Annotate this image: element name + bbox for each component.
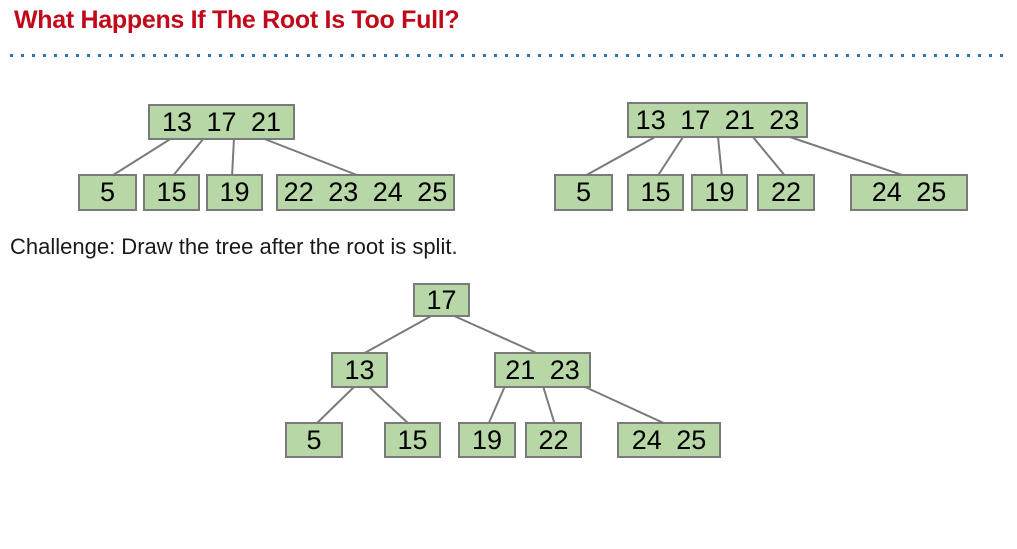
split-leaf-22: 22 bbox=[525, 422, 582, 458]
split-leaf-5: 5 bbox=[285, 422, 343, 458]
tree-edge bbox=[656, 136, 684, 178]
before-leaf-5: 5 bbox=[78, 174, 137, 211]
overfull-root-node: 13 17 21 23 bbox=[627, 102, 808, 138]
tree-edge bbox=[360, 314, 434, 356]
slide-title: What Happens If The Root Is Too Full? bbox=[14, 6, 460, 34]
overfull-leaf-5: 5 bbox=[554, 174, 613, 211]
tree-edge bbox=[717, 136, 723, 178]
tree-edge bbox=[582, 136, 656, 178]
tree-edge bbox=[261, 137, 363, 178]
overfull-leaf-24-25: 24 25 bbox=[850, 174, 968, 211]
before-leaf-15: 15 bbox=[143, 174, 200, 211]
title-divider-dotted-line bbox=[10, 54, 1006, 57]
challenge-text: Challenge: Draw the tree after the root … bbox=[10, 234, 458, 259]
overfull-leaf-19: 19 bbox=[691, 174, 748, 211]
split-leaf-24-25: 24 25 bbox=[617, 422, 721, 458]
before-leaf-22-23-24-25: 22 23 24 25 bbox=[276, 174, 455, 211]
tree-edge bbox=[542, 385, 556, 426]
overfull-leaf-15: 15 bbox=[627, 174, 684, 211]
tree-edge bbox=[231, 137, 235, 178]
tree-edge bbox=[752, 136, 787, 178]
before-leaf-19: 19 bbox=[206, 174, 263, 211]
split-root-node: 17 bbox=[413, 283, 470, 317]
split-internal-13: 13 bbox=[331, 352, 388, 388]
split-leaf-19: 19 bbox=[458, 422, 516, 458]
split-leaf-15: 15 bbox=[384, 422, 441, 458]
overfull-leaf-22: 22 bbox=[757, 174, 815, 211]
tree-edge bbox=[789, 136, 909, 178]
tree-edge bbox=[451, 314, 542, 356]
split-internal-21-23: 21 23 bbox=[494, 352, 591, 388]
tree-edge bbox=[109, 137, 173, 178]
tree-edge bbox=[314, 385, 356, 426]
tree-edge bbox=[171, 137, 205, 178]
tree-edge bbox=[582, 385, 669, 426]
before-root-node: 13 17 21 bbox=[148, 104, 295, 140]
tree-edge bbox=[487, 385, 506, 426]
tree-edge bbox=[367, 385, 411, 426]
